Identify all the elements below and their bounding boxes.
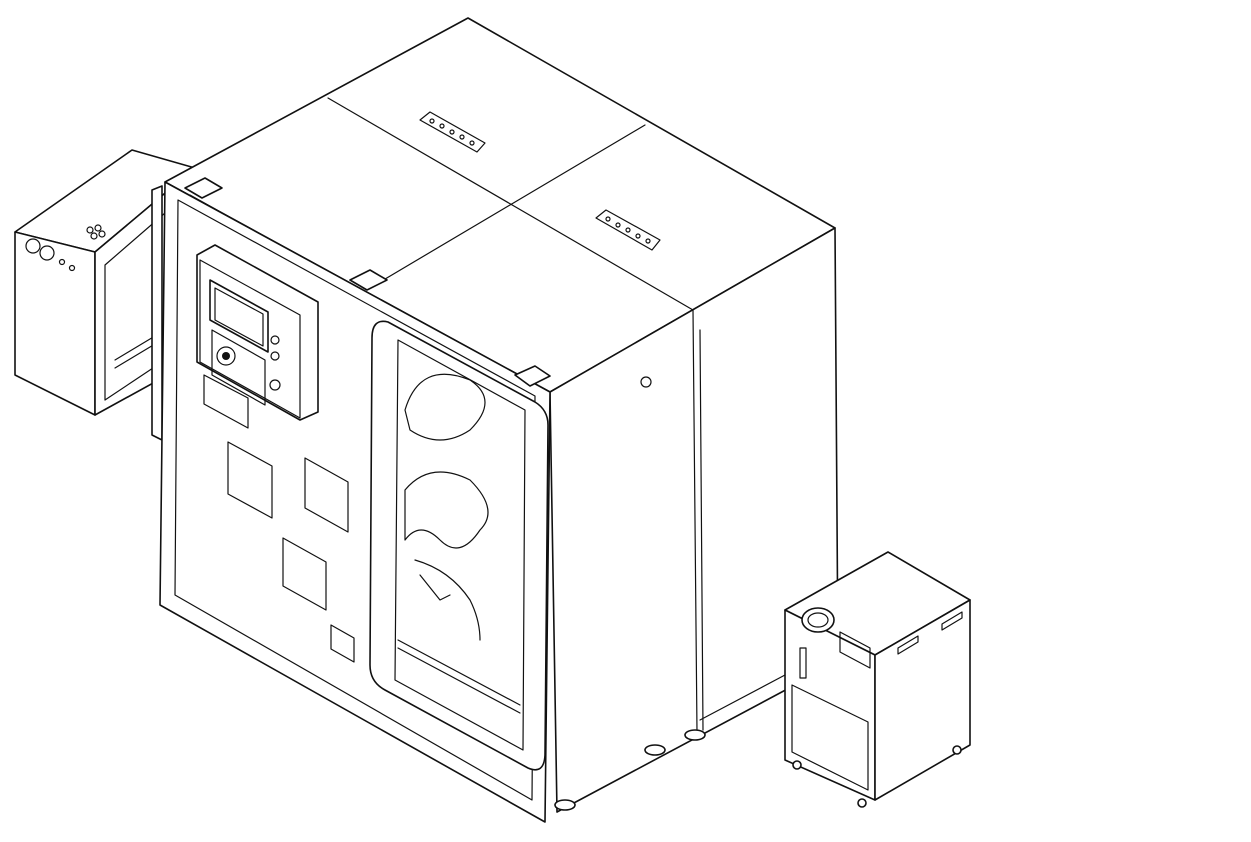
cabinet-indicator [68, 264, 76, 272]
window-glass [394, 339, 526, 751]
chiller-unit [784, 551, 971, 808]
dial-center [222, 352, 230, 360]
control-button [270, 335, 280, 345]
access-port [203, 374, 249, 429]
cabinet-front [14, 231, 96, 416]
caster [952, 745, 962, 755]
lifting-handle [419, 111, 486, 153]
chiller-side [874, 599, 971, 801]
clamp [349, 269, 388, 291]
connection-hose [699, 674, 786, 721]
top-seam [379, 124, 646, 283]
dial [216, 346, 236, 366]
access-port [227, 441, 273, 519]
cabinet-knob [39, 245, 55, 261]
caster [792, 760, 802, 770]
side-seam [699, 329, 704, 731]
main-chamber [159, 17, 839, 823]
control-button [269, 379, 281, 391]
clamp [184, 177, 223, 199]
viewing-window [369, 320, 549, 771]
leveling-foot [684, 729, 706, 741]
reservoir-cap-inner [807, 612, 829, 628]
level-gauge [799, 647, 807, 679]
control-panel-face [199, 259, 301, 419]
clamp [514, 365, 551, 387]
side-seam [692, 309, 698, 733]
access-port [330, 624, 355, 663]
access-port [282, 537, 327, 611]
control-button [270, 351, 280, 361]
handle-slot [941, 611, 963, 631]
cabinet-indicator [58, 258, 66, 266]
chiller-vent-panel [791, 684, 869, 791]
chiller-display [839, 631, 871, 669]
leveling-foot [644, 744, 666, 756]
internal-manipulator [397, 373, 521, 714]
handle-slot [897, 635, 919, 655]
button-plate [211, 329, 266, 406]
mounting-flange [151, 185, 163, 441]
leveling-foot [554, 799, 576, 811]
side-port [640, 376, 652, 388]
display-screen-inner [214, 287, 264, 347]
display-screen [209, 279, 269, 353]
reservoir-cap [801, 607, 835, 633]
lifting-handle [595, 209, 661, 251]
terminal-block [114, 335, 156, 369]
cabinet-knob [25, 238, 41, 254]
access-port [304, 457, 349, 533]
door-inner-border [174, 199, 536, 801]
vent-holes [86, 224, 106, 240]
caster [857, 798, 867, 808]
